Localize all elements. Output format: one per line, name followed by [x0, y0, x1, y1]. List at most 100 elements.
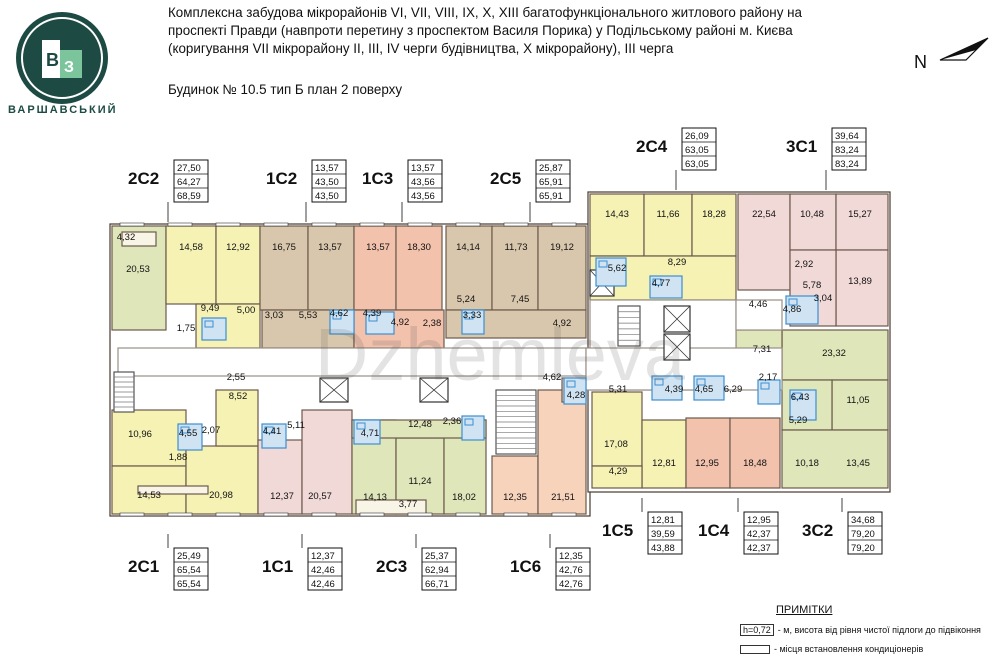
room-31 [257, 439, 303, 515]
bathroom-11 [563, 377, 587, 405]
room-38 [537, 389, 587, 515]
room-18 [737, 193, 791, 291]
title-line-2: проспекті Правди (навпроти перетину з пр… [168, 23, 793, 38]
room-area-label: 10,18 [795, 458, 819, 469]
area-value: 13,57 [315, 163, 339, 174]
area-value: 43,88 [651, 543, 675, 554]
area-value: 79,20 [851, 529, 875, 540]
fixture-icon [356, 422, 366, 430]
room-area-label: 12,37 [270, 491, 294, 502]
room-29 [185, 445, 259, 515]
north-label: N [914, 52, 927, 72]
bathroom-8 [261, 423, 287, 449]
area-box [173, 547, 209, 591]
lift-cross [663, 333, 691, 361]
room-area-label: 14,53 [137, 490, 161, 501]
logo-letter-z: З [64, 59, 74, 76]
room-area-label: 5,11 [287, 420, 305, 431]
room-area-label: 18,02 [452, 492, 476, 503]
apartment-code: 2С2 [128, 169, 159, 188]
room-area-label: 5,31 [609, 384, 628, 395]
apartment-code: 2С5 [490, 169, 521, 188]
area-value: 12,35 [559, 551, 583, 562]
room-area-label: 13,57 [318, 242, 342, 253]
area-box [535, 159, 571, 203]
area-value: 25,37 [425, 551, 449, 562]
room-area-label: 3,77 [399, 499, 418, 510]
room-area-label: 3,33 [463, 310, 482, 321]
corridor-right [735, 299, 783, 331]
room-area-label: 18,28 [702, 209, 726, 220]
room-21 [835, 249, 889, 327]
room-area-label: 15,27 [848, 209, 872, 220]
window-top [503, 222, 529, 227]
window-bottom [359, 512, 385, 517]
room-area-label: 4,71 [361, 428, 380, 439]
notes-title: ПРИМІТКИ [776, 604, 833, 616]
room-area-label: 12,95 [695, 458, 719, 469]
apartment-code: 1С5 [602, 521, 633, 540]
area-value: 65,91 [539, 191, 563, 202]
area-box [847, 511, 883, 555]
room-area-label: 4,39 [665, 384, 684, 395]
window-bottom [263, 512, 289, 517]
room-19 [789, 193, 837, 251]
window-bottom [167, 512, 193, 517]
window-bottom [503, 512, 529, 517]
room-26 [781, 429, 889, 489]
area-value: 25,49 [177, 551, 201, 562]
window-top [407, 222, 433, 227]
bathroom-0 [201, 317, 227, 341]
window-top [167, 222, 193, 227]
bathroom-12 [651, 375, 683, 401]
room-40 [591, 391, 643, 467]
room-area-label: 7,45 [511, 294, 530, 305]
room-area-label: 4,62 [330, 308, 349, 319]
bathroom-14 [757, 379, 781, 405]
room-43 [685, 417, 731, 489]
room-area-label: 1,75 [177, 323, 196, 334]
window-top [359, 222, 385, 227]
area-value: 65,54 [177, 579, 201, 590]
room-area-label: 14,43 [605, 209, 629, 220]
bathroom-7 [177, 423, 203, 451]
window-bottom [311, 512, 337, 517]
area-value: 65,91 [539, 177, 563, 188]
area-value: 25,87 [539, 163, 563, 174]
room-5 [307, 225, 355, 311]
room-area-label: 12,81 [652, 458, 676, 469]
apartment-code: 2С4 [636, 137, 668, 156]
room-area-label: 22,54 [752, 209, 776, 220]
balcony-0 [121, 231, 157, 247]
room-area-label: 21,51 [551, 492, 575, 503]
lift-cross [419, 377, 449, 403]
area-value: 34,68 [851, 515, 875, 526]
window-top [455, 222, 481, 227]
room-area-label: 5,78 [803, 280, 822, 291]
apartment-code: 1С1 [262, 557, 293, 576]
room-area-label: 4,86 [783, 304, 802, 315]
room-2 [215, 225, 261, 305]
window-top [119, 222, 145, 227]
area-value: 43,56 [411, 191, 435, 202]
balcony-2 [355, 499, 427, 515]
fixture-icon [654, 378, 664, 386]
area-value: 83,24 [835, 159, 859, 170]
area-value: 42,37 [747, 543, 771, 554]
room-area-label: 10,96 [128, 429, 152, 440]
area-value: 43,56 [411, 177, 435, 188]
area-value: 63,05 [685, 145, 709, 156]
room-27 [111, 409, 187, 467]
room-area-label: 13,89 [848, 276, 872, 287]
area-value: 42,37 [747, 529, 771, 540]
room-area-label: 4,62 [543, 372, 562, 383]
balcony-1 [137, 485, 209, 495]
room-area-label: 2,36 [443, 416, 462, 427]
fixture-icon [464, 418, 474, 426]
fixture-icon [760, 382, 770, 390]
room-area-label: 4,55 [179, 428, 198, 439]
area-value: 42,76 [559, 579, 583, 590]
bathroom-5 [649, 275, 683, 299]
room-area-label: 4,32 [117, 232, 136, 243]
area-value: 43,50 [315, 177, 339, 188]
